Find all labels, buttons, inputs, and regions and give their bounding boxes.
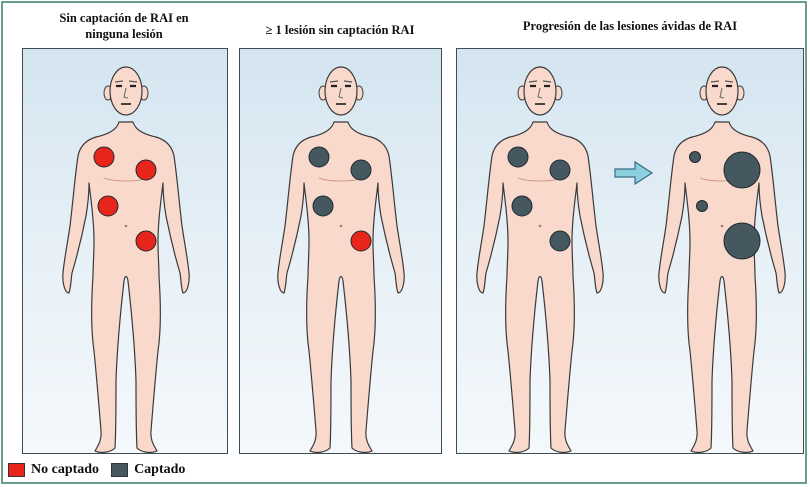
lesion-captado bbox=[512, 196, 532, 216]
lesion-no-captado bbox=[136, 231, 156, 251]
lesion-no-captado bbox=[136, 160, 156, 180]
progression-arrow bbox=[615, 162, 652, 184]
body-silhouette bbox=[278, 122, 404, 452]
lesion-captado bbox=[550, 160, 570, 180]
lesion-captado bbox=[724, 152, 760, 188]
legend: No captado Captado bbox=[8, 460, 185, 480]
navel-icon bbox=[539, 225, 542, 228]
panel-3-svg bbox=[457, 49, 804, 454]
lesion-captado bbox=[550, 231, 570, 251]
body-silhouette bbox=[477, 122, 603, 452]
head bbox=[325, 67, 357, 115]
head bbox=[524, 67, 556, 115]
lesion-captado bbox=[351, 160, 371, 180]
navel-icon bbox=[125, 225, 128, 228]
navel-icon bbox=[721, 225, 724, 228]
lesion-captado bbox=[690, 152, 701, 163]
legend-swatch-captado bbox=[111, 463, 128, 477]
panel-partial-uptake bbox=[239, 48, 442, 454]
legend-label-captado: Captado bbox=[134, 462, 185, 478]
panel-2-title: ≥ 1 lesión sin captación RAI bbox=[240, 22, 440, 38]
lesion-captado bbox=[313, 196, 333, 216]
lesion-captado bbox=[309, 147, 329, 167]
panel-progression bbox=[456, 48, 804, 454]
panel-no-uptake bbox=[22, 48, 228, 454]
head bbox=[110, 67, 142, 115]
lesion-captado bbox=[697, 201, 708, 212]
legend-label-no-captado: No captado bbox=[31, 462, 99, 478]
legend-swatch-no-captado bbox=[8, 463, 25, 477]
lesion-no-captado bbox=[94, 147, 114, 167]
lesion-no-captado bbox=[351, 231, 371, 251]
panel-1-title: Sin captación de RAI en ninguna lesión bbox=[14, 10, 234, 42]
panel-2-svg bbox=[240, 49, 442, 454]
body-silhouette bbox=[63, 122, 189, 452]
lesion-captado bbox=[508, 147, 528, 167]
body-silhouette bbox=[659, 122, 785, 452]
panel-1-svg bbox=[23, 49, 228, 454]
panel-3-title: Progresión de las lesiones ávidas de RAI bbox=[458, 18, 802, 34]
panel-1-title-line1: Sin captación de RAI en bbox=[14, 10, 234, 26]
lesion-captado bbox=[724, 223, 760, 259]
lesion-no-captado bbox=[98, 196, 118, 216]
head bbox=[706, 67, 738, 115]
panel-1-title-line2: ninguna lesión bbox=[14, 26, 234, 42]
navel-icon bbox=[340, 225, 343, 228]
